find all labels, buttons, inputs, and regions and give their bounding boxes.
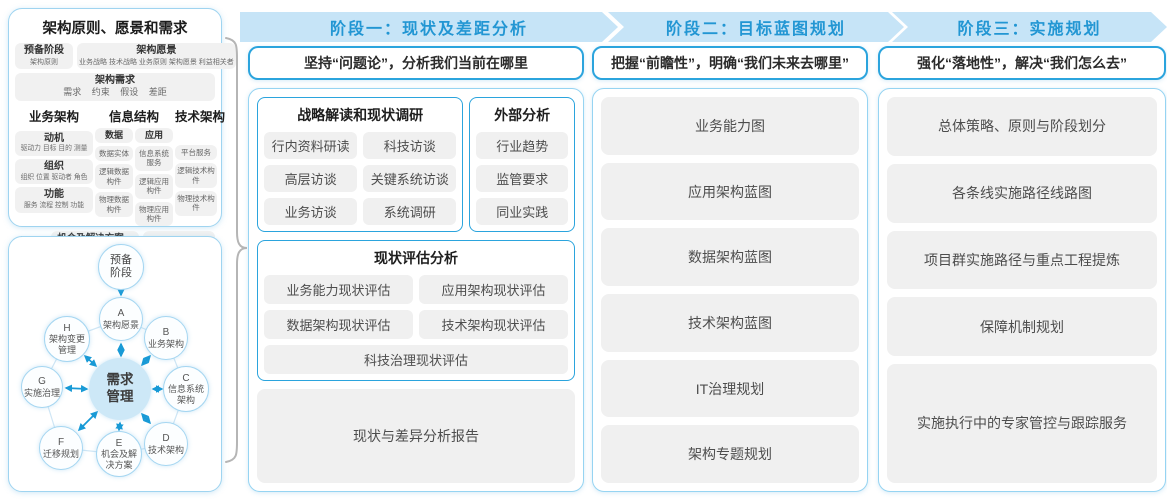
phase3-item: 总体策略、原则与阶段划分 — [887, 97, 1157, 156]
assessment-item: 应用架构现状评估 — [419, 275, 568, 304]
architecture-domains-row: 业务架构 动机 驱动力 目标 目的 测量 组织 组织 位置 驱动者 角色 功能 … — [15, 106, 226, 227]
assessment-title: 现状评估分析 — [374, 250, 458, 266]
phase2-item: 数据架构蓝图 — [601, 228, 859, 287]
phase3-item: 实施执行中的专家管控与跟踪服务 — [887, 364, 1157, 483]
phase1-header-band: 阶段一：现状及差距分析 — [240, 12, 618, 42]
phase2-item: 架构专题规划 — [601, 425, 859, 484]
strategy-research-title: 战略解读和现状调研 — [297, 107, 424, 123]
requirements-title: 架构需求 — [95, 74, 135, 86]
external-analysis-group: 外部分析 行业趋势 监管要求 同业实践 — [469, 97, 575, 232]
center-h-arrow — [83, 354, 98, 368]
data-header: 数据 — [95, 127, 133, 144]
strategy-item: 行内资料研读 — [264, 132, 358, 159]
information-structure-header: 信息结构 — [108, 109, 159, 124]
adm-prep-circle: 预备阶段 — [98, 244, 144, 290]
phase2-subtitle: 把握“前瞻性”，明确“我们未来去哪里” — [592, 46, 868, 80]
adm-node-a: A 架构愿景 — [99, 297, 143, 341]
adm-node-g: G 实施治理 — [21, 366, 63, 408]
phase3-item: 各条线实施路径线路图 — [887, 163, 1157, 223]
prep-phase-box: 预备阶段 架构原则 — [15, 43, 73, 69]
external-item: 行业趋势 — [476, 132, 568, 159]
phase2-header: 阶段二：目标蓝图规划 — [665, 21, 846, 38]
phase2-item: 业务能力图 — [601, 97, 859, 155]
application-item: 逻辑应用构件 — [135, 173, 173, 199]
strategy-item: 科技访谈 — [363, 132, 457, 159]
technology-item: 平台服务 — [175, 144, 217, 161]
brace-icon — [225, 37, 248, 463]
vision-title: 架构愿景 — [136, 45, 177, 56]
data-subcolumn: 数据 数据实体 逻辑数据构件 物理数据构件 — [95, 127, 133, 227]
business-architecture-column: 业务架构 动机 驱动力 目标 目的 测量 组织 组织 位置 驱动者 角色 功能 … — [15, 106, 93, 227]
adm-node-b: B 业务架构 — [144, 316, 188, 360]
phase3-item: 保障机制规划 — [887, 297, 1157, 356]
center-e-arrow — [115, 421, 124, 432]
phase3-item: 项目群实施路径与重点工程提炼 — [887, 230, 1157, 290]
center-d-arrow — [140, 412, 152, 425]
strategy-item: 高层访谈 — [264, 165, 358, 192]
adm-node-d: D 技术架构 — [144, 422, 188, 466]
application-header: 应用 — [135, 127, 173, 144]
strategy-item: 关键系统访谈 — [363, 165, 457, 192]
information-structure-column: 信息结构 数据 数据实体 逻辑数据构件 物理数据构件 应用 信息系统服务 逻辑应… — [95, 106, 173, 227]
motivation-box: 动机 驱动力 目标 目的 测量 — [15, 130, 93, 157]
assessment-item: 科技治理现状评估 — [264, 345, 568, 374]
phase2-header-band: 阶段二：目标蓝图规划 — [608, 12, 904, 42]
phase3-subtitle: 强化“落地性”，解决“我们怎么去” — [878, 46, 1166, 80]
application-item: 信息系统服务 — [135, 146, 173, 171]
adm-cycle-panel: 预备阶段 需求管理 A 架构愿景 B 业务架构 C 信息系统架构 D 技术架构 … — [8, 236, 222, 492]
technology-item: 物理技术构件 — [175, 190, 217, 216]
prep-phase-sub: 架构原则 — [30, 58, 58, 66]
center-f-arrow — [77, 410, 99, 432]
phase3-header: 阶段三：实施规划 — [957, 21, 1102, 38]
organization-box: 组织 组织 位置 驱动者 角色 — [15, 159, 93, 185]
application-subcolumn: 应用 信息系统服务 逻辑应用构件 物理应用构件 — [135, 127, 173, 227]
vision-sub: 业务战略 技术战略 业务原则 架构愿景 利益相关者 — [79, 58, 234, 66]
external-item: 同业实践 — [476, 198, 568, 225]
phase2-item: 应用架构蓝图 — [601, 162, 859, 221]
requirements-sub: 需求 约束 假设 差距 — [63, 87, 167, 98]
adm-center-circle: 需求管理 — [89, 358, 151, 420]
panel-title: 架构原则、愿景和需求 — [42, 21, 188, 37]
assessment-item: 业务能力现状评估 — [264, 275, 413, 304]
assessment-group: 现状评估分析 业务能力现状评估 应用架构现状评估 数据架构现状评估 技术架构现状… — [257, 240, 575, 381]
strategy-item: 业务访谈 — [264, 198, 358, 225]
architecture-vision-box: 架构愿景 业务战略 技术战略 业务原则 架构愿景 利益相关者 — [77, 43, 236, 69]
phase2-item: IT治理规划 — [601, 359, 859, 418]
adm-node-e: E 机会及解决方案 — [96, 431, 142, 477]
adm-node-f: F 迁移规划 — [39, 426, 83, 470]
strategy-research-group: 战略解读和现状调研 行内资料研读 科技访谈 高层访谈 关键系统访谈 业务访谈 系… — [257, 97, 464, 232]
technology-item: 逻辑技术构件 — [175, 163, 217, 188]
architecture-content-panel: 架构原则、愿景和需求 预备阶段 架构原则 架构愿景 业务战略 技术战略 业务原则… — [8, 8, 236, 271]
adm-node-h: H 架构变更管理 — [44, 316, 90, 362]
data-item: 物理数据构件 — [95, 192, 133, 217]
phase1-header: 阶段一：现状及差距分析 — [329, 21, 528, 38]
phase3-header-band: 阶段三：实施规划 — [892, 12, 1167, 42]
external-item: 监管要求 — [476, 165, 568, 192]
center-g-arrow — [64, 384, 89, 393]
adm-node-c: C 信息系统架构 — [163, 366, 209, 412]
center-b-arrow — [140, 354, 152, 367]
phase2-content: 业务能力图 应用架构蓝图 数据架构蓝图 技术架构蓝图 IT治理规划 架构专题规划 — [592, 88, 868, 492]
phase1-subtitle: 坚持“问题论”，分析我们当前在哪里 — [248, 46, 584, 80]
prep-vision-row: 预备阶段 架构原则 架构愿景 业务战略 技术战略 业务原则 架构愿景 利益相关者 — [15, 43, 236, 69]
gap-analysis-report-box: 现状与差异分析报告 — [257, 389, 575, 483]
strategy-item: 系统调研 — [363, 198, 457, 225]
technology-architecture-header: 技术架构 — [175, 109, 226, 124]
phase2-item: 技术架构蓝图 — [601, 294, 859, 352]
external-analysis-title: 外部分析 — [494, 107, 551, 123]
architecture-requirements-box: 架构需求 需求 约束 假设 差距 — [15, 72, 215, 101]
phase3-content: 总体策略、原则与阶段划分 各条线实施路径线路图 项目群实施路径与重点工程提炼 保… — [878, 88, 1166, 492]
assessment-item: 技术架构现状评估 — [419, 310, 568, 339]
data-item: 逻辑数据构件 — [95, 164, 133, 190]
assessment-item: 数据架构现状评估 — [264, 310, 413, 339]
business-architecture-header: 业务架构 — [28, 109, 79, 124]
function-box: 功能 服务 流程 控制 功能 — [15, 187, 93, 213]
data-item: 数据实体 — [95, 146, 133, 162]
phase1-content: 战略解读和现状调研 行内资料研读 科技访谈 高层访谈 关键系统访谈 业务访谈 系… — [248, 88, 584, 492]
technology-architecture-column: 技术架构 平台服务 逻辑技术构件 物理技术构件 — [175, 106, 226, 227]
prep-phase-title: 预备阶段 — [24, 45, 64, 56]
application-item: 物理应用构件 — [135, 201, 173, 227]
